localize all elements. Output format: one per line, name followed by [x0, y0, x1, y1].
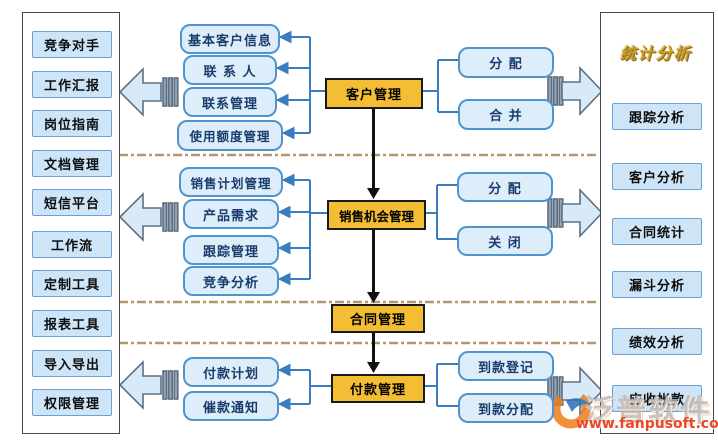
stage-payment-management: 付款管理	[331, 374, 425, 403]
child-usage-quota-management: 使用额度管理	[177, 120, 283, 151]
right-block-arrows	[547, 66, 604, 416]
child-contact-management: 联系管理	[183, 87, 277, 117]
action-assign-customer: 分 配	[458, 47, 554, 78]
child-basic-customer-info: 基本客户信息	[180, 24, 280, 54]
child-contacts: 联 系 人	[183, 55, 277, 85]
left-item-job-guide: 岗位指南	[32, 110, 112, 137]
child-tracking-management: 跟踪管理	[183, 235, 279, 265]
watermark-brand-text: 泛普软件	[584, 394, 712, 429]
stage-sales-opportunity-management: 销售机会管理	[327, 200, 426, 230]
action-close-opportunity: 关 闭	[457, 226, 553, 256]
stage-contract-management: 合同管理	[331, 304, 425, 333]
left-item-sms-platform: 短信平台	[32, 189, 112, 216]
left-item-workflow: 工作流	[32, 231, 112, 258]
right-item-accounts-receivable: 应收帐款	[612, 385, 702, 412]
child-product-demand: 产品需求	[183, 199, 279, 229]
right-item-performance-analysis: 绩效分析	[612, 328, 702, 355]
payment-group-connectors	[277, 363, 458, 411]
left-item-document-management: 文档管理	[32, 150, 112, 177]
customer-group-connectors	[275, 30, 458, 140]
watermark-url-text: www.fanpusoft.com	[576, 416, 718, 432]
action-receipt-allocate: 到款分配	[458, 393, 554, 423]
stage-flow-arrowheads	[367, 188, 380, 373]
statistics-panel-title: 统计分析	[619, 44, 692, 63]
left-item-competitors: 竞争对手	[32, 31, 112, 58]
section-separator-lines	[119, 153, 599, 345]
stage-customer-management: 客户管理	[325, 78, 423, 109]
right-item-customer-analysis: 客户分析	[612, 163, 702, 190]
child-payment-plan: 付款计划	[183, 357, 279, 387]
sales-group-connectors	[277, 173, 457, 286]
left-item-report-tools: 报表工具	[32, 310, 112, 337]
child-payment-reminder: 催款通知	[183, 391, 279, 421]
left-item-import-export: 导入导出	[32, 350, 112, 377]
child-competition-analysis: 竞争分析	[183, 266, 279, 296]
right-item-tracking-analysis: 跟踪分析	[612, 103, 702, 130]
child-sales-plan-management: 销售计划管理	[179, 167, 283, 197]
action-merge-customer: 合 并	[458, 99, 554, 130]
action-assign-opportunity: 分 配	[457, 172, 553, 202]
right-item-funnel-analysis: 漏斗分析	[612, 271, 702, 298]
right-item-contract-statistics: 合同统计	[612, 218, 702, 245]
action-receipt-register: 到款登记	[458, 351, 554, 381]
left-item-custom-tools: 定制工具	[32, 270, 112, 297]
left-block-arrows	[118, 67, 179, 410]
left-item-work-report: 工作汇报	[32, 71, 112, 98]
left-item-permission-management: 权限管理	[32, 389, 112, 416]
